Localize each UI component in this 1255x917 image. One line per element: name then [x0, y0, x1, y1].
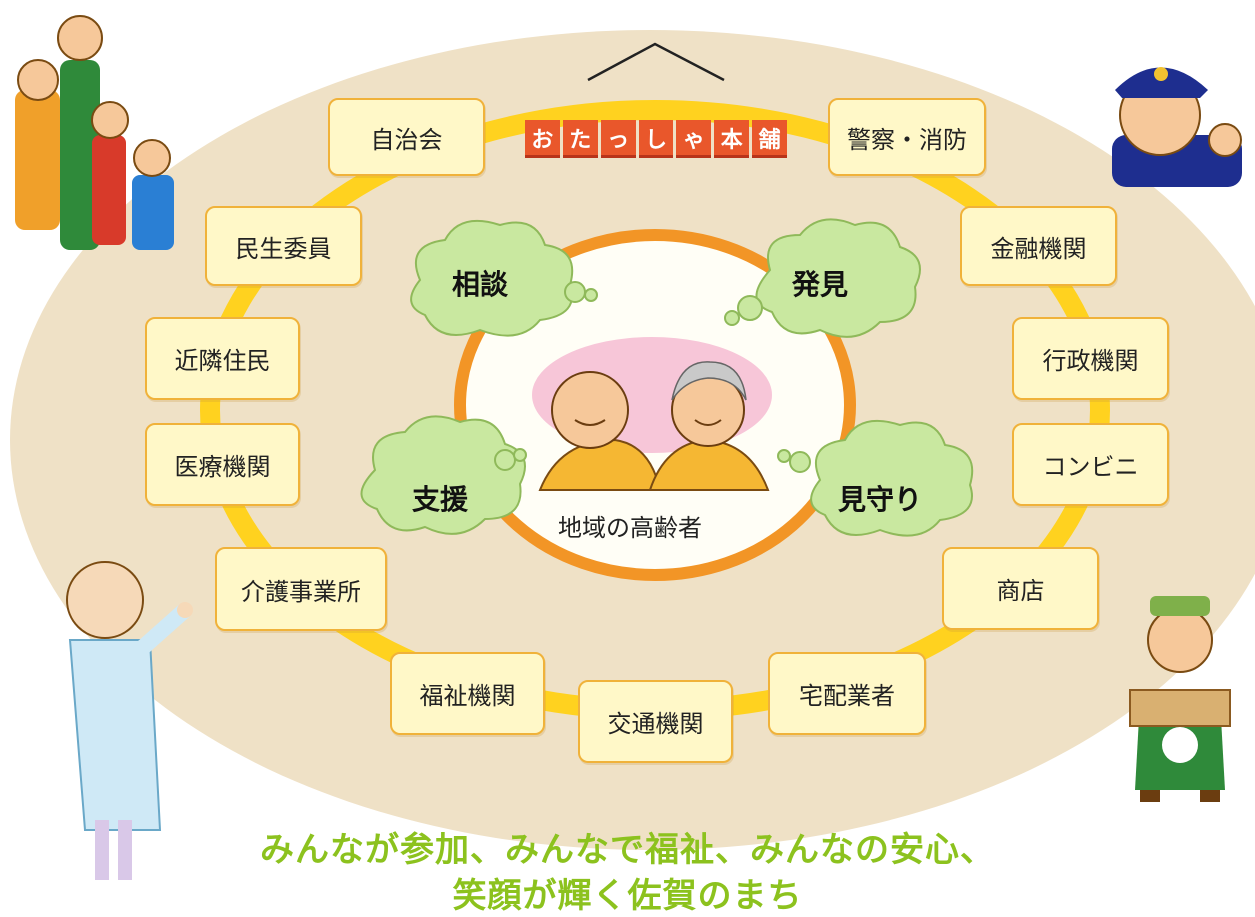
police-officer-illustration [1112, 67, 1242, 187]
grocer-illustration [1129, 596, 1231, 802]
node-shops: 商店 [942, 547, 1099, 630]
banner-char: た [562, 120, 598, 158]
cloud-label-support: 支援 [411, 483, 468, 516]
banner-char: 舗 [752, 120, 788, 158]
banner-char: し [638, 120, 674, 158]
cloud-label-consult: 相談 [451, 268, 508, 301]
node-convenience: コンビニ [1012, 423, 1169, 506]
cloud-label-watch: 見守り [837, 483, 922, 516]
roof-line [587, 42, 725, 82]
node-neighborhood-association: 自治会 [328, 98, 485, 176]
node-transport: 交通機関 [578, 680, 733, 763]
banner-char: っ [600, 120, 636, 158]
family-illustration [15, 15, 174, 250]
cloud-label-discover: 発見 [791, 268, 848, 301]
node-delivery: 宅配業者 [768, 652, 926, 735]
center-label-elderly: 地域の高齢者 [558, 514, 702, 542]
clouds-group [360, 218, 974, 537]
nurse-illustration [66, 561, 193, 880]
otassha-honpo-banner: お た っ し ゃ 本 舗 [525, 120, 788, 158]
banner-char: ゃ [676, 120, 712, 158]
elderly-couple-illustration [538, 361, 770, 491]
cloud-discover [755, 218, 921, 338]
cloud-support [360, 415, 526, 535]
node-welfare-commissioner: 民生委員 [205, 206, 362, 286]
node-welfare-org: 福祉機関 [390, 652, 545, 735]
slogan-line-1: みんなが参加、みんなで福祉、みんなの安心、 [260, 830, 995, 870]
banner-char: お [525, 120, 560, 158]
node-care-office: 介護事業所 [215, 547, 387, 631]
slogan-line-2: 笑顔が輝く佐賀のまち [452, 876, 803, 916]
cloud-watch [810, 419, 974, 537]
node-neighbors: 近隣住民 [145, 317, 300, 400]
node-medical: 医療機関 [145, 423, 300, 506]
node-finance: 金融機関 [960, 206, 1117, 286]
node-administration: 行政機関 [1012, 317, 1169, 400]
node-police-fire: 警察・消防 [828, 98, 986, 176]
banner-char: 本 [714, 120, 750, 158]
